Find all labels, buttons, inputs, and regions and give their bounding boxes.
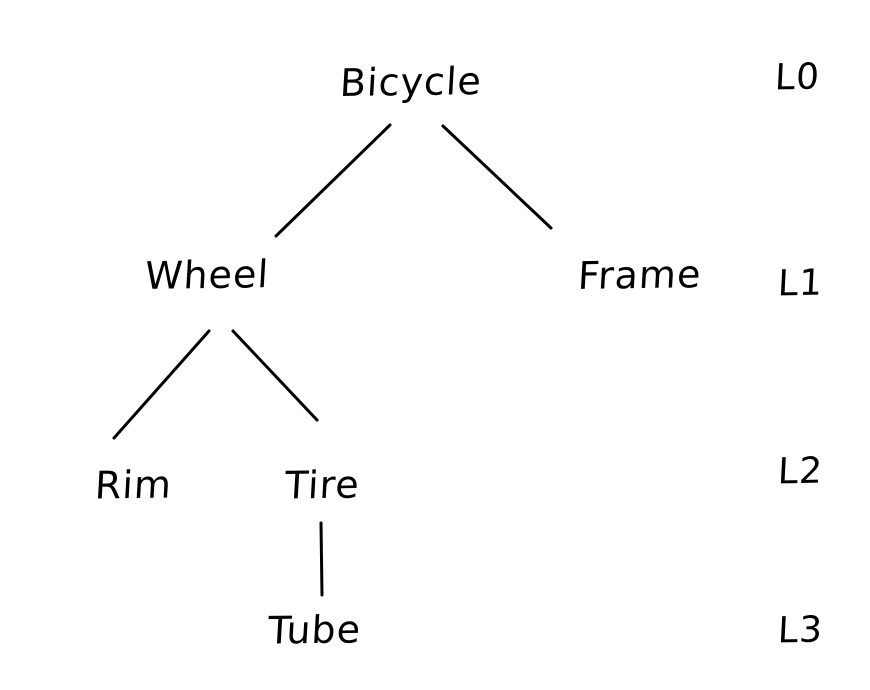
level-marker-l2: L2 <box>776 450 825 493</box>
level-marker-l1: L1 <box>776 262 825 305</box>
node-tire: Tire <box>283 462 362 508</box>
node-rim: Rim <box>93 462 174 508</box>
node-bicycle: Bicycle <box>338 59 484 105</box>
edge-tire-tube <box>319 521 324 597</box>
edge-bicycle-wheel <box>274 123 392 238</box>
node-wheel: Wheel <box>143 252 271 298</box>
node-frame: Frame <box>576 252 703 298</box>
edge-bicycle-frame <box>441 124 553 230</box>
level-marker-l0: L0 <box>773 56 822 99</box>
level-marker-l3: L3 <box>776 609 825 652</box>
edge-wheel-rim <box>112 329 211 440</box>
edge-wheel-tire <box>231 329 319 422</box>
node-tube: Tube <box>266 607 363 653</box>
